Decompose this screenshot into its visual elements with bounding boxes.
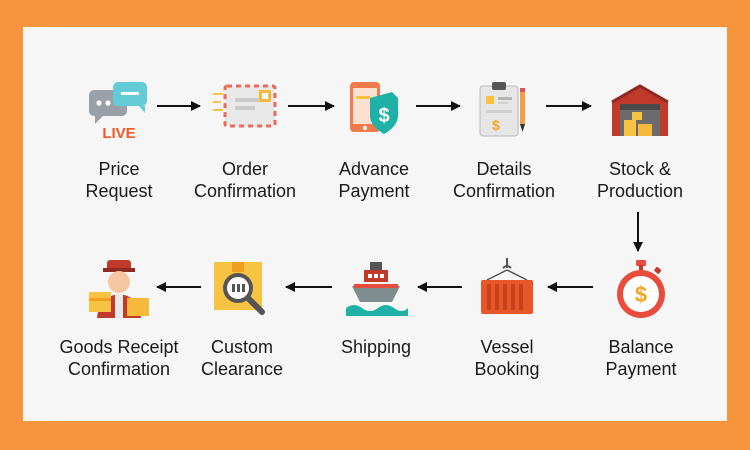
svg-text:$: $ xyxy=(378,105,389,127)
warehouse-icon xyxy=(608,80,672,144)
inspection-box-icon xyxy=(210,258,274,322)
step-stock-production: Stock &Production xyxy=(565,80,715,240)
svg-text:LIVE: LIVE xyxy=(102,125,135,142)
live-chat-icon: LIVE xyxy=(87,80,151,144)
container-icon xyxy=(475,258,539,322)
ship-icon xyxy=(344,258,408,322)
clipboard-icon: $ xyxy=(472,80,536,144)
step-label: Stock &Production xyxy=(596,159,684,201)
stopwatch-dollar-icon: $ xyxy=(609,258,673,322)
courier-icon xyxy=(87,258,151,322)
step-shipping: Shipping xyxy=(301,258,451,418)
step-label: Shipping xyxy=(340,337,412,357)
svg-text:$: $ xyxy=(635,282,647,307)
mobile-payment-icon: $ xyxy=(342,80,406,144)
envelope-icon xyxy=(213,80,277,144)
svg-text:$: $ xyxy=(492,117,500,133)
